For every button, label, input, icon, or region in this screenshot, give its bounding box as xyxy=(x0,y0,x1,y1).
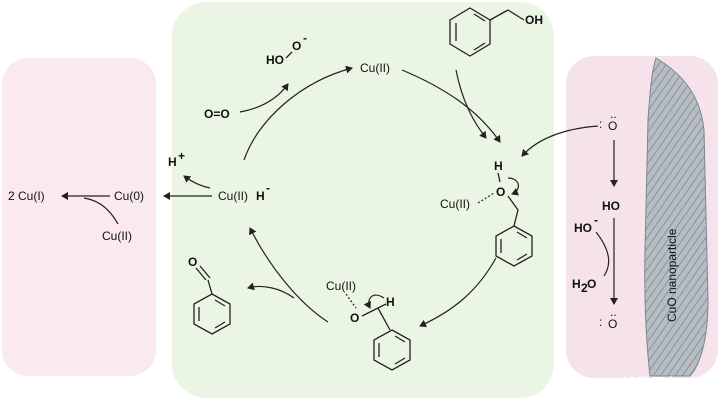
alkox-o: O xyxy=(350,311,359,325)
right-o-top-dots: : xyxy=(599,117,602,131)
hooh-minus: - xyxy=(303,31,307,45)
aldehyde-out-arrow xyxy=(247,282,295,299)
right-o-top: O xyxy=(608,119,617,133)
right-h2o-sub: 2 xyxy=(581,281,588,295)
cycle-arrow-right xyxy=(419,257,497,328)
alkox-h: H xyxy=(386,295,395,309)
alkox-dash xyxy=(345,293,357,309)
left-cu0: Cu(0) xyxy=(114,189,144,203)
adduct-curl-arrow xyxy=(507,177,520,196)
hplus-arrow xyxy=(183,175,211,189)
alkox-oc-bond xyxy=(361,307,379,317)
alkox-curl-arrow xyxy=(363,294,385,309)
alkox-phenyl xyxy=(373,307,411,371)
cu2h-cu: Cu(II) xyxy=(218,189,248,203)
watermark: 知乎用户 xyxy=(622,375,678,392)
alkox-cu2: Cu(II) xyxy=(326,279,356,293)
hooh-bond xyxy=(285,51,293,59)
right-o-bottom: O xyxy=(608,317,617,331)
nanoparticle-label: CuO nanoparticle xyxy=(665,228,679,322)
cycle-arrow-top xyxy=(401,69,501,143)
adduct-o: O xyxy=(496,185,505,199)
right-ho: HO xyxy=(602,199,620,213)
aldehyde-o: O xyxy=(188,255,197,269)
left-cu2: Cu(II) xyxy=(102,229,132,243)
benzyl-oh: OH xyxy=(525,13,543,27)
benzyl-alcohol xyxy=(449,7,525,57)
o2-in-arrow xyxy=(239,83,289,113)
right-hominus-minus: - xyxy=(594,213,598,227)
hplus-h: H xyxy=(168,155,177,169)
right-h2o-h: H xyxy=(572,277,581,291)
substrate-arrow xyxy=(455,69,487,139)
hplus-sign: + xyxy=(178,149,185,163)
benzaldehyde xyxy=(193,265,231,335)
adduct-oh-bond xyxy=(497,172,501,183)
left-cu2-arrow xyxy=(83,197,119,225)
cycle-arrow-bottom-left xyxy=(249,227,329,323)
right-h2o-o: O xyxy=(587,277,596,291)
cu2h-minus: - xyxy=(266,181,270,195)
right-o-bottom-dots2: .. xyxy=(610,305,617,319)
nanoparticle-surface xyxy=(644,57,709,377)
right-o-top-dots2: .. xyxy=(610,107,617,121)
adduct-h: H xyxy=(494,159,503,173)
hooh-o: O xyxy=(292,39,301,53)
left-2cu1: 2 Cu(I) xyxy=(8,189,45,203)
cu2-top-label: Cu(II) xyxy=(360,61,390,75)
alkox-ch-bond xyxy=(377,303,387,309)
adduct-cu2: Cu(II) xyxy=(440,197,470,211)
adduct-dash xyxy=(477,192,495,204)
right-o-bottom-dots: : xyxy=(599,315,602,329)
hooh-ho: HO xyxy=(266,53,284,67)
surface-attack-arrow xyxy=(521,125,599,157)
right-arrow-curve xyxy=(595,231,610,277)
adduct-benzyl xyxy=(495,195,533,267)
right-hominus-ho: HO xyxy=(574,221,592,235)
cycle-arrow-upper-left xyxy=(243,65,353,161)
left-panel xyxy=(2,58,156,376)
cu2h-h: H xyxy=(256,189,265,203)
o2-label: O=O xyxy=(204,107,230,121)
